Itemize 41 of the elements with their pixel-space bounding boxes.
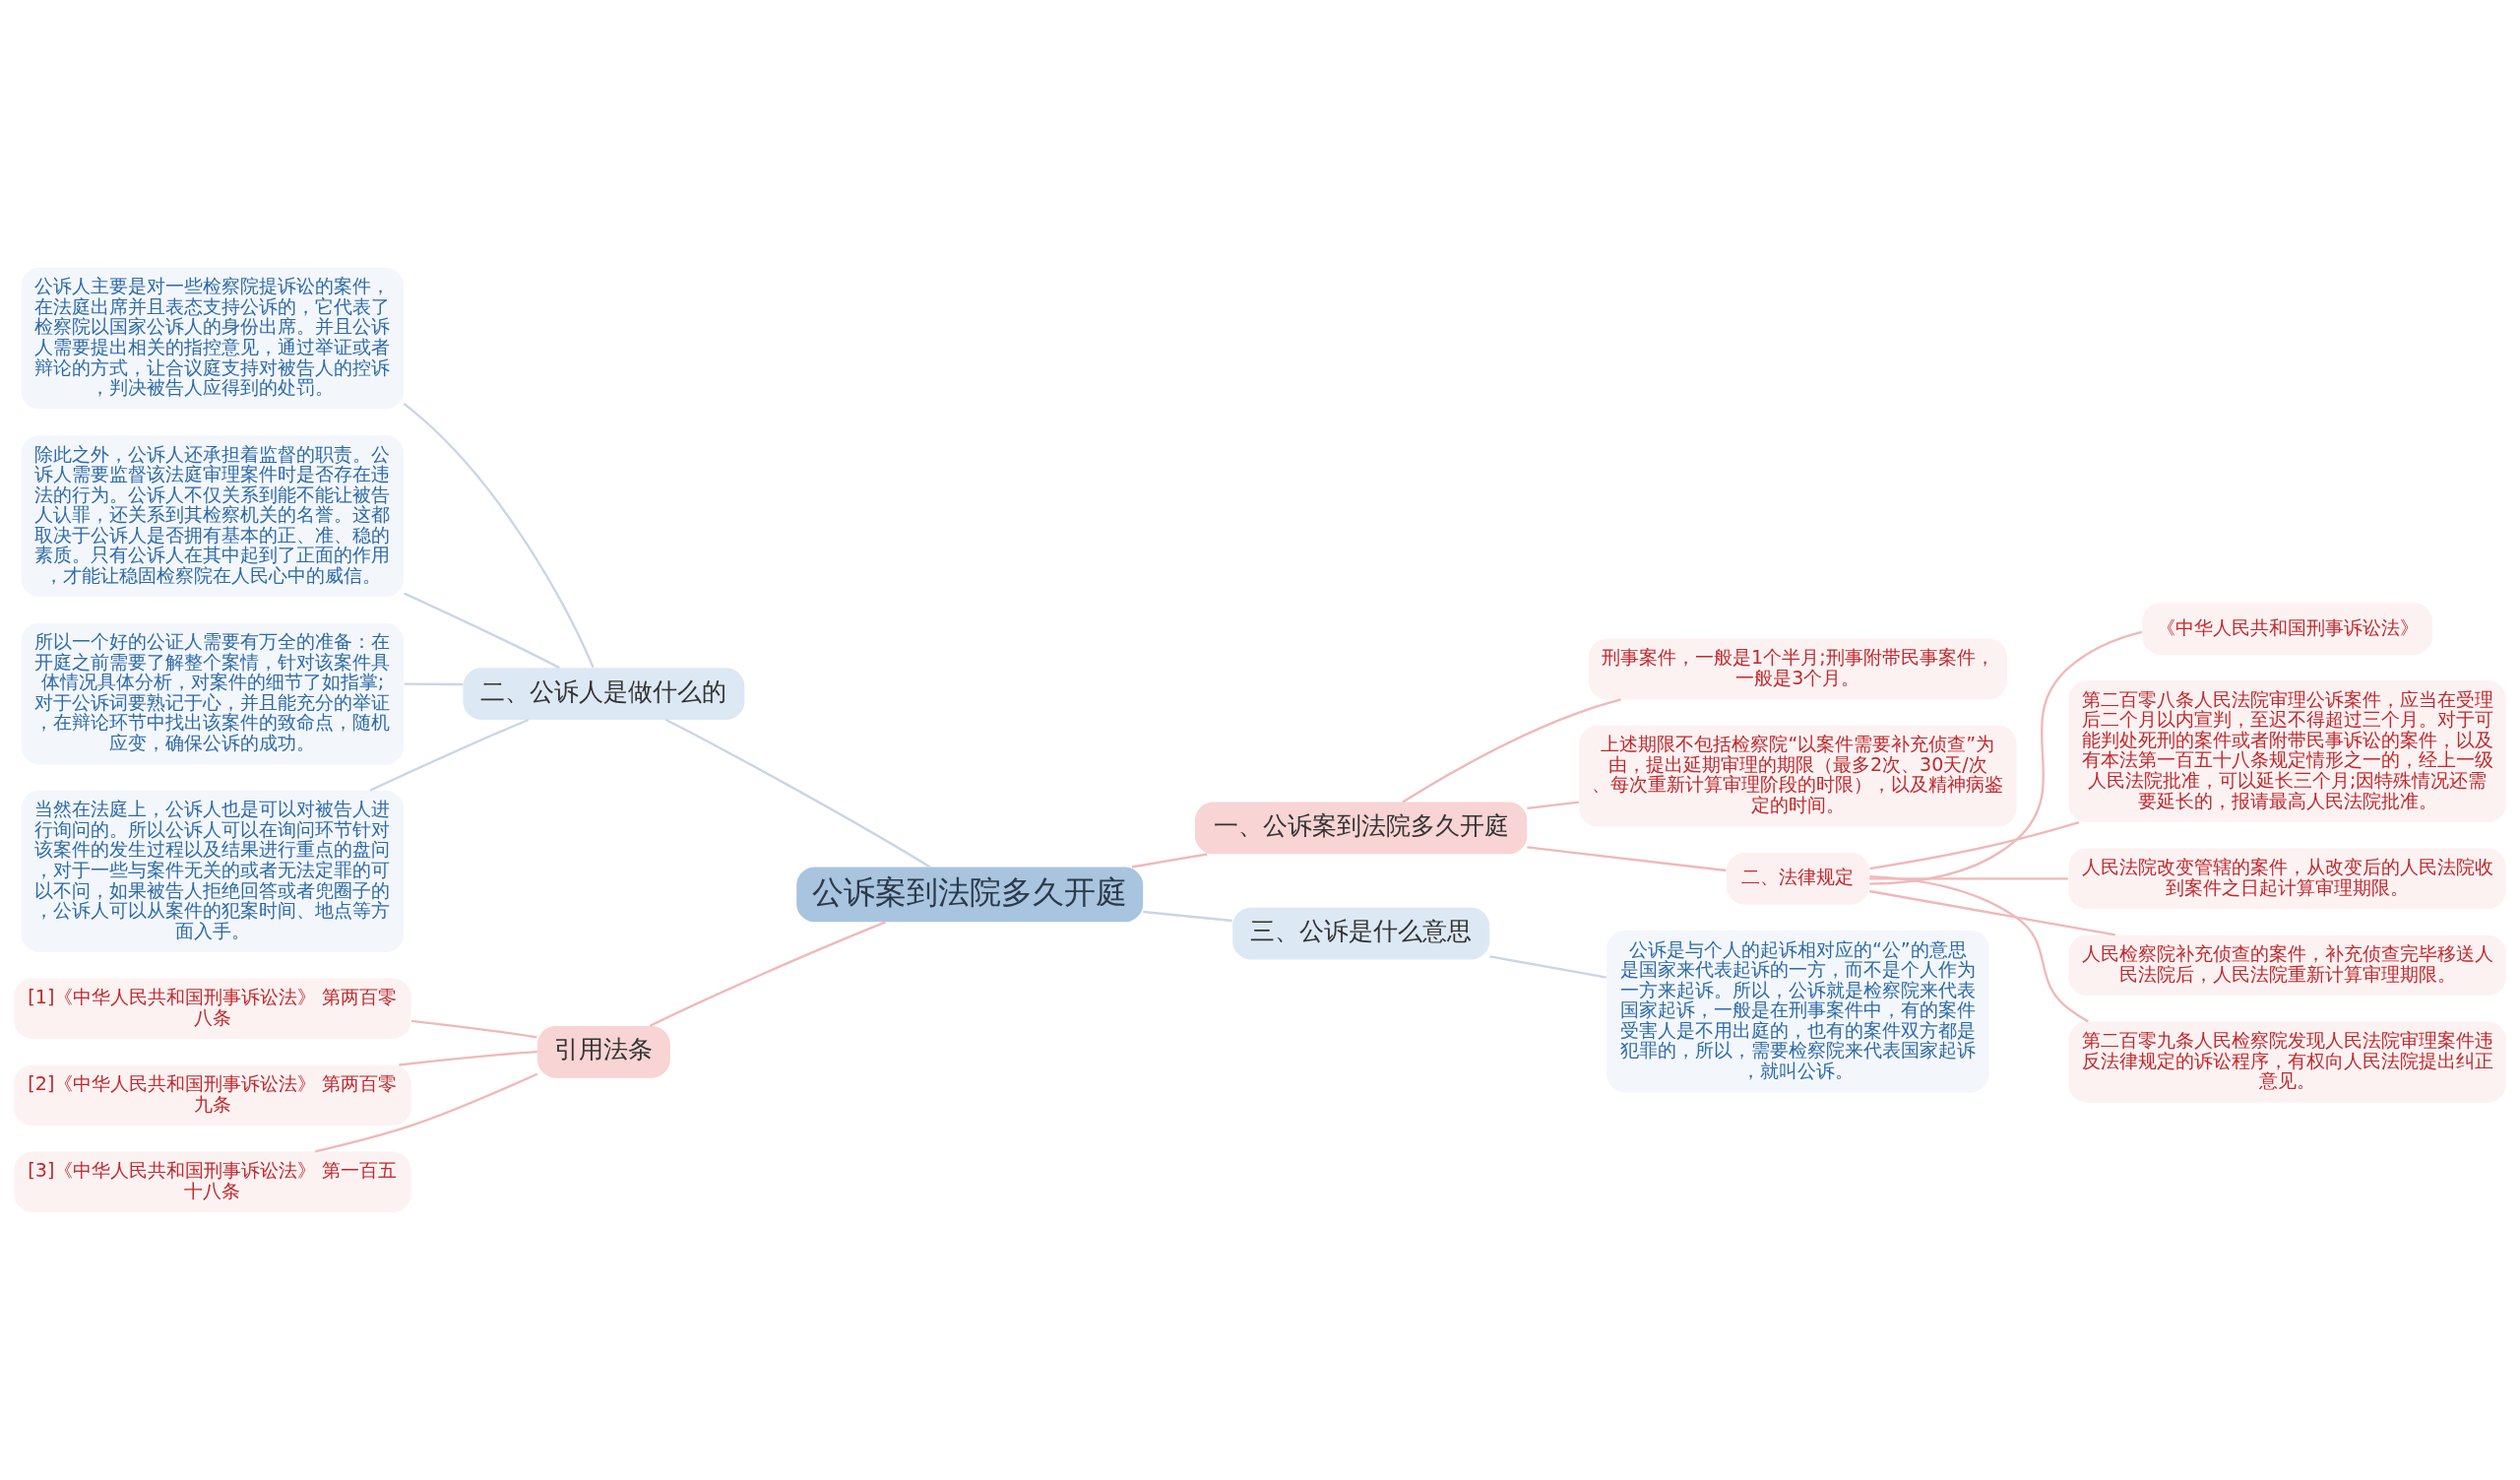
connector: [315, 1072, 538, 1153]
connector: [1869, 874, 2089, 1023]
node-box: [2]《中华人民共和国刑事诉讼法》 第两百零九条: [14, 1064, 411, 1126]
node-box: 引用法条: [536, 1025, 670, 1078]
connector: [403, 403, 595, 669]
connector: [1402, 698, 1621, 804]
node-box: 二、法律规定: [1726, 852, 1869, 905]
node-box: 刑事案件，一般是1个半月;刑事附带民事案件，一般是3个月。: [1588, 638, 2008, 700]
connector: [1143, 910, 1232, 923]
connector: [1527, 846, 1727, 872]
node-box: 公诉案到法院多久开庭: [796, 867, 1144, 923]
node-box: 人民法院改变管辖的案件，从改变后的人民法院收到案件之日起计算审理期限。: [2068, 848, 2506, 910]
node-box: 除此之外，公诉人还承担着监督的职责。公诉人需要监督该法庭审理案件时是否存在违法的行为。公诉人不仅关系到能不能让被告人认罪，还关系到其检察机关的名誉。这都取决于公诉人是否拥有基本的正、准、稳的素质。只有公诉人在其中起到了正面的作用，才能让稳固检察院在人民心中的威信。: [21, 435, 405, 598]
node-box: 公诉是与个人的起诉相对应的“公”的意思是国家来代表起诉的一方，而不是个人作为一方来起诉。所以，公诉就是检察院来代表国家起诉，一般是在刑事案件中，有的案件受害人是不用出庭的，也有的案件双方都是犯罪的，所以，需要检察院来代表国家起诉，就叫公诉。: [1606, 931, 1989, 1093]
connector: [410, 1019, 537, 1039]
node-box: 当然在法庭上，公诉人也是可以对被告人进行询问的。所以公诉人可以在询问环节针对该案件的发生过程以及结果进行重点的盘问，对于一些与案件无关的或者无法定罪的可以不问，如果被告人拒绝回答或者兜圈子的，公诉人可以从案件的犯案时间、地点等方面入手。: [21, 790, 405, 953]
connector: [404, 592, 560, 670]
connector: [1869, 821, 2080, 870]
connector: [1489, 955, 1606, 979]
node-box: 上述期限不包括检察院“以案件需要补充侦查”为由，提出延期审理的期限（最多2次、30天/次、每次重新计算审理阶段的时限），以及精神病鉴定的时间。: [1579, 725, 2017, 827]
node-box: 所以一个好的公证人需要有万全的准备：在开庭之前需要了解整个案情，针对该案件具体情况具体分析，对案件的细节了如指掌;对于公诉词要熟记于心，并且能充分的举证，在辩论环节中找出该案件的致命点，随机应变，确保公诉的成功。: [21, 622, 405, 765]
connector: [369, 718, 530, 792]
connector: [404, 682, 464, 686]
connector: [649, 921, 887, 1027]
connector: [399, 1050, 537, 1066]
node-box: 一、公诉案到法院多久开庭: [1195, 802, 1528, 855]
connector: [665, 719, 931, 869]
connector: [1869, 630, 2143, 885]
connector: [1131, 853, 1208, 869]
node-box: 公诉人主要是对一些检察院提诉讼的案件，在法庭出席并且表态支持公诉的，它代表了检察院以国家公诉人的身份出席。并且公诉人需要提出相关的指控意见，通过举证或者辩论的方式，让合议庭支持对被告人的控诉，判决被告人应得到的处罚。: [21, 267, 405, 410]
node-box: [3]《中华人民共和国刑事诉讼法》 第一百五十八条: [14, 1151, 411, 1213]
node-box: 二、公诉人是做什么的: [463, 668, 745, 720]
node-box: 《中华人民共和国刑事诉讼法》: [2142, 603, 2432, 655]
node-box: 第二百零九条人民检察院发现人民法院审理案件违反法律规定的诉讼程序，有权向人民法院提出纠正意见。: [2068, 1021, 2506, 1103]
connector: [1869, 877, 2068, 880]
connector: [1868, 889, 2116, 936]
connector: [1527, 801, 1579, 810]
node-box: 第二百零八条人民法院审理公诉案件，应当在受理后二个月以内宣判，至迟不得超过三个月。对于可能判处死刑的案件或者附带民事诉讼的案件，以及有本法第一百五十八条规定情形之一的，经上一级人民法院批准，可以延长三个月;因特殊情况还需要延长的，报请最高人民法院批准。: [2068, 680, 2506, 823]
node-box: 人民检察院补充侦查的案件，补充侦查完毕移送人民法院后，人民法院重新计算审理期限。: [2068, 934, 2506, 997]
node-box: 三、公诉是什么意思: [1232, 907, 1490, 960]
node-box: [1]《中华人民共和国刑事诉讼法》 第两百零八条: [14, 978, 411, 1040]
